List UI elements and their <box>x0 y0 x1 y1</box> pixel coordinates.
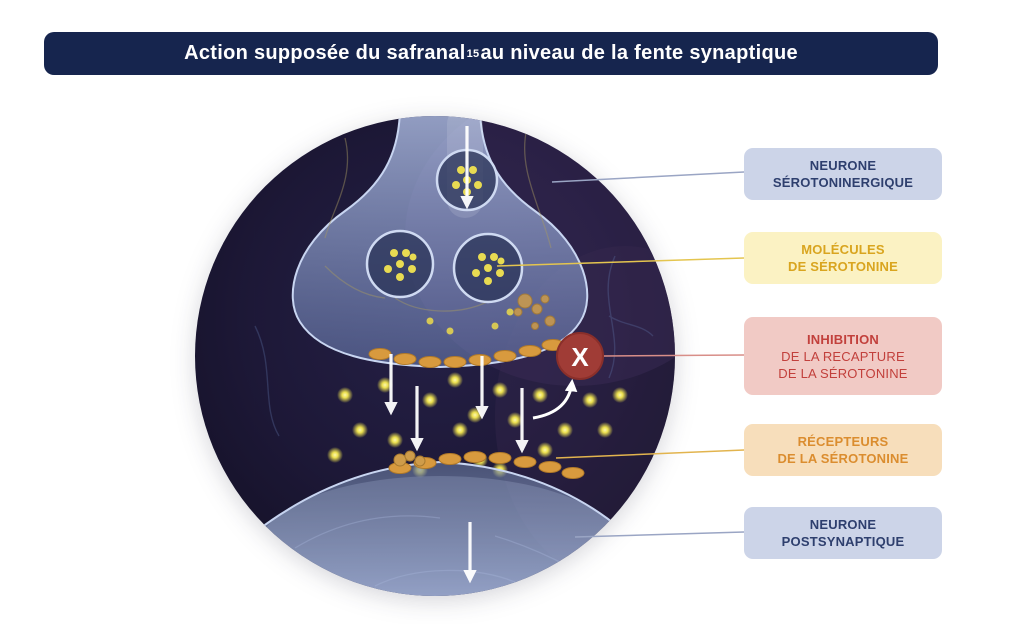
serotonin-molecules-cleft <box>327 372 628 478</box>
label-line: DE LA SÉROTONINE <box>778 365 908 381</box>
release-arrows <box>384 126 529 454</box>
label-line: NEURONE <box>809 158 877 173</box>
inhibition-x-marker: X <box>556 332 604 380</box>
reuptake-curved-arrow <box>532 378 578 420</box>
title-text: Action supposée du safranal <box>184 42 466 64</box>
synapse-circle: X <box>195 116 675 596</box>
inhibition-x-glyph: X <box>571 342 589 372</box>
presynaptic-receptors <box>368 339 565 368</box>
label-line: NEURONE <box>809 517 877 532</box>
synaptic-vesicle <box>365 229 435 299</box>
label-serotoninergic-neuron: NEURONE SÉROTONINERGIQUE <box>744 148 942 200</box>
label-line: DE LA SÉROTONINE <box>777 451 909 466</box>
label-line: RÉCEPTEURS <box>797 434 889 449</box>
presynaptic-neuron <box>291 116 589 369</box>
synapse-illustration: X <box>195 116 675 596</box>
label-inhibition-recapture: INHIBITION DE LA RECAPTURE DE LA SÉROTON… <box>744 317 942 395</box>
background-dendrites <box>254 255 654 437</box>
label-line: MOLÉCULES <box>801 242 885 257</box>
synapse-svg: X <box>195 116 675 596</box>
receptor-cluster <box>393 450 426 467</box>
organelle-cluster <box>513 293 556 330</box>
synaptic-vesicle <box>452 232 524 304</box>
label-line: INHIBITION <box>806 331 880 347</box>
label-line: DE LA RECAPTURE <box>781 348 905 364</box>
label-line: POSTSYNAPTIQUE <box>781 534 905 549</box>
label-line: DE SÉROTONINE <box>788 259 898 274</box>
label-line: SÉROTONINERGIQUE <box>772 175 914 190</box>
title-footnote: 15 <box>466 47 480 60</box>
label-serotonin-receptors: RÉCEPTEURS DE LA SÉROTONINE <box>744 424 942 476</box>
label-postsynaptic-neuron: NEURONE POSTSYNAPTIQUE <box>744 507 942 559</box>
serotonin-dots-terminal <box>426 308 514 335</box>
presynaptic-veins <box>324 127 552 312</box>
label-serotonin-molecules: MOLÉCULES DE SÉROTONINE <box>744 232 942 284</box>
title-text-rest: au niveau de la fente synaptique <box>480 42 798 64</box>
